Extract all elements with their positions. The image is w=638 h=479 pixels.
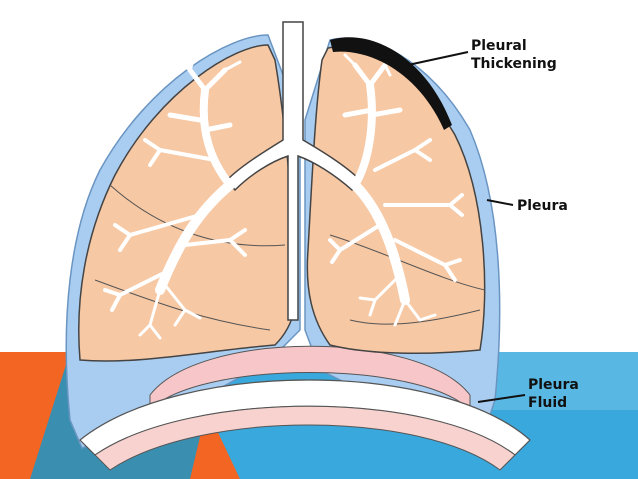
- right-fissure: [329, 234, 486, 291]
- label-pleura-fluid: Pleura Fluid: [528, 376, 579, 412]
- left-fissure-2: [94, 279, 271, 331]
- leader-pleura: [486, 199, 514, 206]
- leader-thickening: [407, 51, 469, 66]
- leader-fluid: [477, 394, 526, 403]
- label-pleural-thickening-line1: Pleural: [471, 38, 527, 54]
- left-bronchial-tree: [103, 53, 247, 340]
- label-pleural-thickening-line2: Thickening: [471, 56, 557, 72]
- label-pleura: Pleura: [517, 197, 568, 215]
- label-pleura-text: Pleura: [517, 198, 568, 214]
- left-lung: [78, 44, 298, 362]
- pleural-thickening: [330, 37, 452, 130]
- label-pleura-fluid-line2: Fluid: [528, 395, 568, 411]
- label-pleural-thickening: Pleural Thickening: [471, 37, 557, 73]
- trachea: [225, 21, 362, 321]
- label-pleura-fluid-line1: Pleura: [528, 377, 579, 393]
- right-fissure-2: [349, 309, 481, 325]
- right-bronchial-tree: [328, 53, 464, 327]
- diaphragm-lower: [94, 405, 516, 471]
